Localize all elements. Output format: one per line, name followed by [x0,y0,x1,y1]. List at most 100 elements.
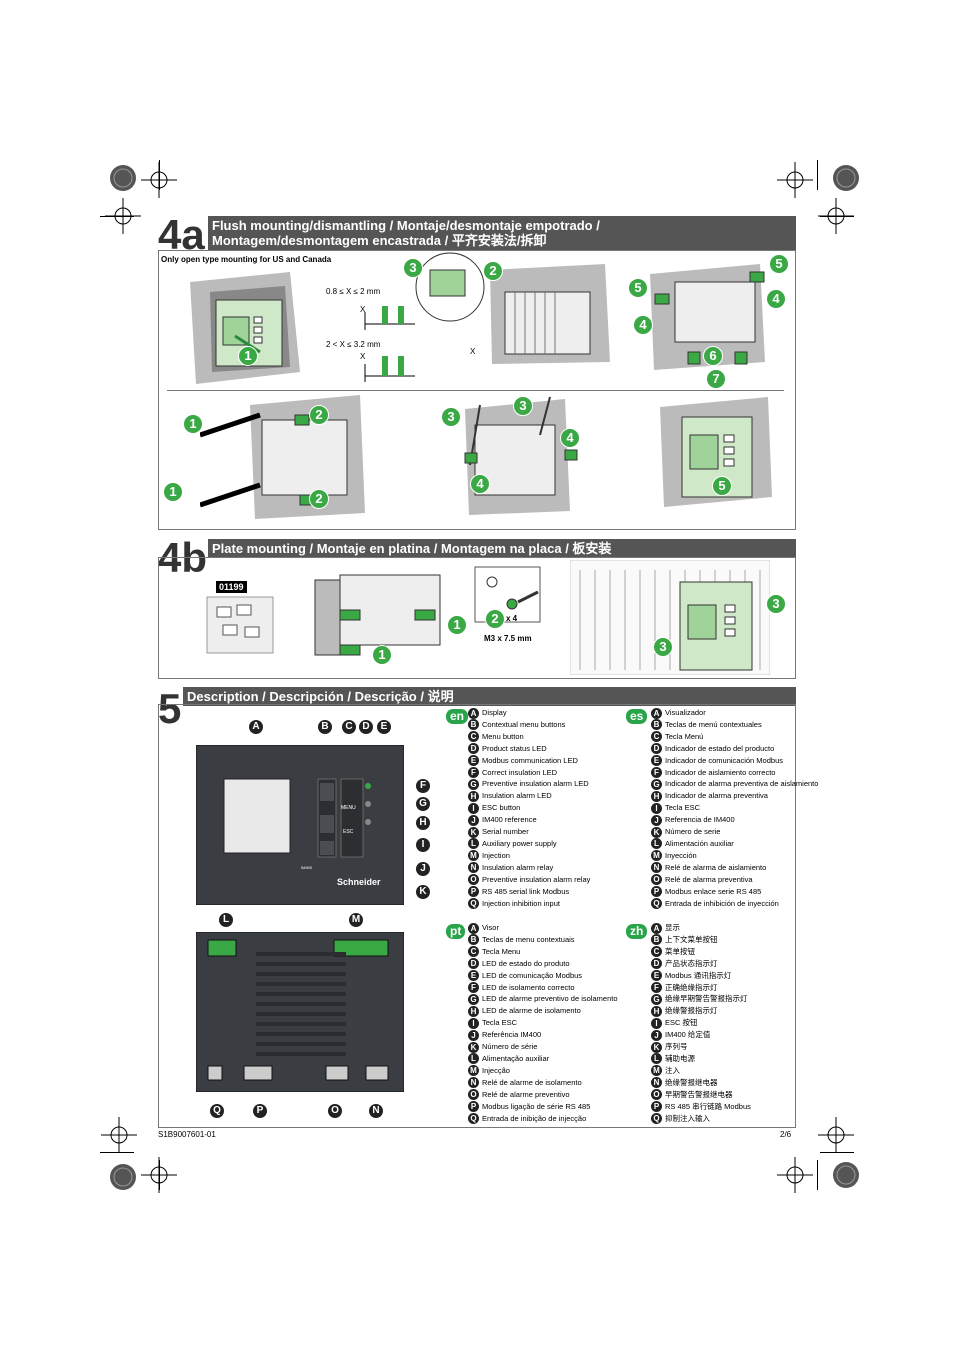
callout-g: G [416,797,430,811]
legend-item-text: Modbus ligação de série RS 485 [482,1101,591,1111]
legend-item-text: Referência IM400 [482,1030,542,1040]
legend-letter-badge: H [468,790,479,802]
crop-mark [817,1160,818,1190]
legend-item-text: 绝缘警报继电器 [665,1077,718,1087]
clip-removal-illustration [650,264,765,370]
legend-letter-badge: P [651,886,662,898]
legend-item-text: Correct insulation LED [482,767,558,777]
legend-item-text: 绝缘早期警告警报指示灯 [665,994,748,1004]
legend-item-text: Insulation alarm relay [482,862,554,872]
legend-letter-badge: H [651,1005,662,1017]
legend-item-text: Tecla Menu [482,946,521,956]
section-number-5: 5 [158,685,182,732]
legend-letter-badge: D [468,743,479,755]
device-model-label: IM400 [301,865,313,870]
legend-item-text: 序列号 [665,1042,688,1052]
section-title-4a: Flush mounting/dismantling / Montaje/des… [208,216,796,250]
step-2-badge: 2 [485,609,505,629]
step-3-badge: 3 [653,637,673,657]
step-3-badge: 3 [766,594,786,614]
legend-letter-badge: L [468,838,479,850]
legend-item-text: Product status LED [482,743,547,753]
legend-letter-badge: K [468,826,479,838]
legend-letter-badge: J [468,814,479,826]
legend-item-text: 注入 [665,1065,680,1075]
callout-m: M [349,913,363,927]
step-1-badge: 1 [238,346,258,366]
device-front-view [196,745,404,905]
legend-item-text: 绝缘警报指示灯 [665,1006,718,1016]
legend-letter-badge: B [468,934,479,946]
registration-mark-icon [833,1162,859,1188]
callout-n: N [369,1104,383,1118]
legend-letter-badge: Q [651,898,662,910]
legend-item-text: Modbus 通讯指示灯 [665,970,732,980]
legend-letter-badge: E [651,755,662,767]
legend-item-text: RS 485 serial link Modbus [482,886,570,896]
legend-letter-badge: O [651,874,662,886]
section-title-4a-line1: Flush mounting/dismantling / Montaje/des… [212,218,600,233]
legend-letter-badge: Q [651,1113,662,1125]
legend-item-text: Visualizador [665,708,706,717]
crop-mark [159,160,160,190]
callout-q: Q [210,1104,224,1118]
legend-letter-badge: K [651,1041,662,1053]
legend-letter-badge: G [468,993,479,1005]
legend-letter-badge: J [468,1029,479,1041]
legend-letter-badge: P [468,886,479,898]
registration-mark-icon [110,165,136,191]
device-rear-view [196,932,404,1092]
legend-item-text: Preventive insulation alarm LED [482,779,589,789]
legend-letter-badge: I [468,1017,479,1029]
step-1-badge: 1 [447,615,467,635]
document-code: S1B9007601-01 [158,1130,216,1139]
callout-b: B [318,720,332,734]
legend-letter-badge: F [468,982,479,994]
callout-f: F [416,779,430,793]
legend-item-text: Número de serie [665,827,721,837]
step-4-badge: 4 [470,474,490,494]
legend-letter-badge: I [651,1017,662,1029]
legend-item-text: IM400 reference [482,815,537,825]
legend-item-text: Serial number [482,827,529,837]
callout-k: K [416,885,430,899]
panel-thickness-diagram-2 [364,356,415,382]
legend-letter-badge: Q [468,898,479,910]
section-box-4b [158,557,796,679]
screw-detail-illustration [474,566,541,623]
legend-letter-badge: B [651,719,662,731]
legend-item-text: Insulation alarm LED [482,791,552,801]
registration-mark-icon [833,165,859,191]
legend-item-text: Auxiliary power supply [482,838,557,848]
legend-item-text: 抑制注入输入 [665,1113,710,1123]
screw-size: M3 x 7.5 mm [484,634,532,643]
legend-item-text: Relé de alarme de isolamento [482,1077,582,1087]
legend-letter-badge: L [651,838,662,850]
legend-letter-badge: C [468,731,479,743]
step-2-badge: 2 [483,261,503,281]
legend-item-text: Tecla Menú [665,731,704,741]
legend-letter-badge: N [468,862,479,874]
legend-item-text: 显示 [665,923,680,932]
legend-item-text: Relé de alarma preventiva [665,874,753,884]
crop-mark [100,1152,134,1153]
